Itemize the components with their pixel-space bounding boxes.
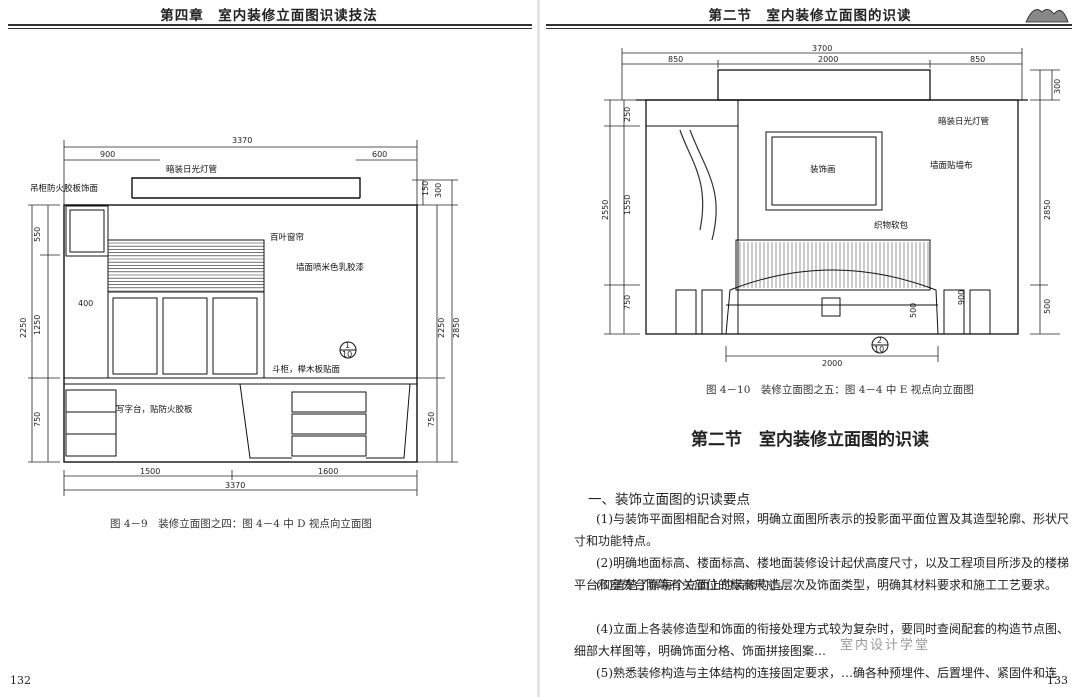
label-light: 暗装日光灯管 <box>938 116 989 127</box>
header-rule-thin <box>546 28 1072 29</box>
figure-caption: 图 4－9 装修立面图之四：图 4－4 中 D 视点向立面图 <box>110 518 372 530</box>
dim-400: 400 <box>78 299 93 308</box>
dim-850-right: 850 <box>970 55 985 64</box>
header-ornament-icon <box>1025 9 1069 23</box>
dim-900: 900 <box>957 290 966 305</box>
label-wall: 墙面贴墙布 <box>930 160 973 171</box>
dim-1250: 1250 <box>33 315 42 335</box>
dim-2550: 2550 <box>601 200 610 220</box>
elevation-drawing-e: 2 10 3700 850 2000 850 300 250 1550 2550… <box>601 44 1062 368</box>
dim-300: 300 <box>1053 79 1062 94</box>
header-rule-thin <box>8 28 532 29</box>
dim-center-500: 500 <box>909 303 918 318</box>
label-light: 暗装日光灯管 <box>166 164 217 175</box>
dim-1600: 1600 <box>318 467 338 476</box>
left-page: 第四章 室内装修立面图识读技法 <box>0 0 538 697</box>
detail-index-symbol: 2 10 <box>871 336 889 354</box>
dim-total-top: 3700 <box>812 44 832 53</box>
detail-index-top: 2 <box>877 336 882 345</box>
detail-index-symbol: 1 10 <box>339 341 357 359</box>
dim-150: 150 <box>421 181 430 196</box>
dim-300: 300 <box>434 183 443 198</box>
label-blinds: 百叶窗帘 <box>270 232 304 243</box>
dim-right-500: 500 <box>1043 299 1052 314</box>
dim-2250: 2250 <box>19 318 28 338</box>
detail-index-bottom: 10 <box>342 350 352 359</box>
dim-bottom-2000: 2000 <box>822 359 842 368</box>
label-cabinet-top: 吊柜防火胶板饰面 <box>30 183 99 194</box>
label-desk: 写字台，贴防火胶板 <box>116 404 193 415</box>
dim-550: 550 <box>33 227 42 242</box>
right-page: 第二节 室内装修立面图的识读 <box>540 0 1080 697</box>
label-fabric: 织物软包 <box>874 220 909 231</box>
elevation-drawing-d: 1 10 3370 900 600 300 150 550 1250 2250 … <box>19 136 461 496</box>
dim-2850: 2850 <box>1043 200 1052 220</box>
book-gutter <box>537 0 541 697</box>
subsection-title: 一、装饰立面图的识读要点 <box>588 492 750 508</box>
header-rule <box>8 24 532 26</box>
label-cabinet: 斗柜，榉木板贴面 <box>272 364 341 375</box>
paragraph-2: (2)明确地面标高、楼面标高、楼地面装修设计起伏高度尺寸，以及工程项目所涉及的楼… <box>574 556 1070 592</box>
dim-1500: 1500 <box>140 467 160 476</box>
label-panel: 装饰画 <box>810 164 836 175</box>
dim-1550: 1550 <box>623 195 632 215</box>
page-number: 133 <box>1047 674 1068 687</box>
dim-850-left: 850 <box>668 55 683 64</box>
dim-750: 750 <box>33 412 42 427</box>
dim-right-2250: 2250 <box>437 318 446 338</box>
dim-600: 600 <box>372 150 387 159</box>
dim-total-top: 3370 <box>232 136 252 145</box>
detail-index-bottom: 10 <box>874 345 884 354</box>
detail-index-top: 1 <box>345 341 350 350</box>
left-page-header: 第四章 室内装修立面图识读技法 <box>160 8 378 24</box>
header-rule <box>546 24 1072 26</box>
fabric-panel-stripes <box>739 242 929 288</box>
figure-caption: 图 4－10 装修立面图之五：图 4－4 中 E 视点向立面图 <box>706 384 974 396</box>
blind-slats <box>108 242 264 292</box>
dim-750: 750 <box>623 295 632 310</box>
section-title: 第二节 室内装修立面图的识读 <box>691 430 929 450</box>
watermark: 室内设计学堂 <box>840 638 931 653</box>
label-wall: 墙面喷米色乳胶漆 <box>296 262 365 273</box>
dim-right-2850: 2850 <box>452 318 461 338</box>
paragraph-3: (3)清楚了解每个立面上的装修构造层次及饰面类型，明确其材料要求和施工工艺要求。 <box>596 578 1058 592</box>
dim-bottom-total: 3370 <box>225 481 245 490</box>
paragraph-4: (4)立面上各装修造型和饰面的衔接处理方式较为复杂时，要同时查阅配套的构造节点图… <box>574 622 1070 658</box>
dim-2000: 2000 <box>818 55 838 64</box>
paragraph-1: (1)与装饰平面图相配合对照，明确立面图所表示的投影面平面位置及其造型轮廓、形状… <box>574 512 1070 548</box>
curtain-sketch <box>679 129 717 241</box>
dim-900: 900 <box>100 150 115 159</box>
dim-250: 250 <box>623 107 632 122</box>
dim-right-750: 750 <box>427 412 436 427</box>
paragraph-5: (5)熟悉装修构造与主体结构的连接固定要求，…确各种预埋件、后置埋件、紧固件和连 <box>596 666 1058 680</box>
right-page-header: 第二节 室内装修立面图的识读 <box>708 8 912 24</box>
page-number: 132 <box>10 674 31 687</box>
